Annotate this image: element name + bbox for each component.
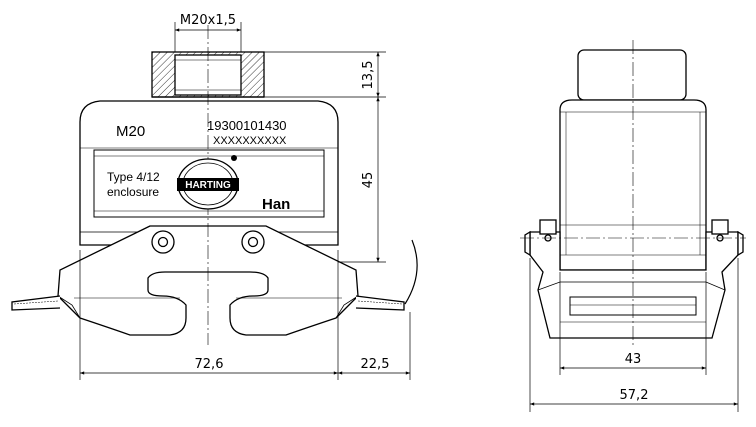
part-number: 19300101430 [207,118,287,133]
type-line2: enclosure [107,185,159,199]
side-view [524,49,744,339]
side-spigot [577,49,687,101]
front-dimensions [79,22,411,380]
harting-logo [177,155,239,210]
left-lever-tip [11,295,61,311]
right-lever-tip [355,295,405,311]
dim-side-inner-width: 43 [625,352,642,367]
side-right-peg [711,219,729,235]
dim-thread: M20x1,5 [180,13,236,28]
part-code: XXXXXXXXXX [213,135,287,147]
thread-size-label: M20 [116,123,145,140]
type-line1: Type 4/12 [107,170,160,184]
side-dimensions [529,258,739,412]
lever-swing-arc [404,239,418,305]
logo-text: HARTING [185,180,231,191]
dim-side-outer-width: 57,2 [620,388,649,403]
locking-lever [57,225,359,336]
dim-body-height: 45 [361,172,376,189]
dim-lever-width: 22,5 [361,357,390,372]
side-left-peg [539,219,557,235]
brand-name: Han [262,196,290,213]
dim-top-height: 13,5 [361,61,376,90]
dim-front-width: 72,6 [195,357,224,372]
